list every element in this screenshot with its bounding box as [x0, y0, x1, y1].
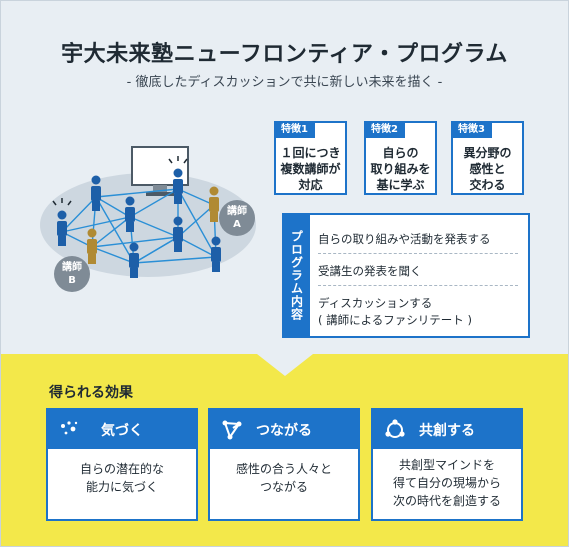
feature-text: １回につき 複数講師が 対応: [276, 145, 345, 193]
program-item: 自らの取り組みや活動を発表する: [318, 232, 491, 246]
cocreation-cycle-icon: [385, 419, 405, 438]
effect-line: 自らの潜在的な: [79, 462, 164, 476]
lecturer-a-letter: A: [233, 219, 241, 230]
effect-header: 気づく: [48, 410, 196, 449]
effect-card-2: つながる 感性の合う人々と つながる: [208, 408, 360, 521]
program-item: 受講生の発表を聞く: [318, 264, 422, 278]
divider: [318, 285, 518, 286]
program-item: ディスカッションする: [318, 296, 433, 310]
effect-header: つながる: [210, 410, 358, 449]
effect-text: 自らの潜在的な 能力に気づく: [48, 460, 196, 496]
page-title: 宇大未来塾ニューフロンティア・プログラム: [61, 42, 508, 67]
network-nodes-icon: [222, 420, 242, 440]
effect-label: つながる: [256, 423, 312, 439]
effects-title: 得られる効果: [49, 385, 133, 401]
feature-badge: 特徴1: [274, 121, 315, 138]
sparkle-dots-icon: [61, 421, 78, 435]
feature-card-3: 特徴3 異分野の 感性と 交わる: [451, 121, 524, 195]
feature-card-1: 特徴1 １回につき 複数講師が 対応: [274, 121, 347, 195]
effect-text: 共創型マインドを 得て自分の現場から 次の時代を創造する: [373, 456, 521, 510]
feature-text: 異分野の 感性と 交わる: [453, 145, 522, 193]
lecturer-a-bubble: 講師 A: [219, 200, 255, 236]
feature-line: 感性と: [469, 162, 506, 176]
down-arrow-icon: [257, 354, 313, 376]
feature-line: 複数講師が: [280, 162, 341, 176]
feature-card-2: 特徴2 自らの 取り組みを 基に学ぶ: [364, 121, 437, 195]
effect-line: 共創型マインドを: [398, 458, 495, 472]
feature-badge: 特徴2: [364, 121, 405, 138]
feature-badge: 特徴3: [451, 121, 492, 138]
effect-line: 得て自分の現場から: [392, 476, 501, 490]
effect-label: 気づく: [101, 423, 143, 439]
effect-card-3: 共創する 共創型マインドを 得て自分の現場から 次の時代を創造する: [371, 408, 523, 521]
effect-line: 能力に気づく: [85, 480, 158, 494]
effect-header: 共創する: [373, 410, 521, 449]
effect-label: 共創する: [419, 423, 475, 439]
page-subtitle: - 徹底したディスカッションで共に新しい未来を描く -: [126, 75, 443, 90]
divider: [318, 253, 518, 254]
feature-line: 取り組みを: [370, 162, 431, 176]
discussion-illustration: [40, 146, 256, 278]
feature-text: 自らの 取り組みを 基に学ぶ: [366, 145, 435, 193]
feature-line: １回につき: [280, 146, 341, 160]
feature-line: 交わる: [469, 178, 506, 192]
lecturer-b-label: 講師: [62, 262, 82, 273]
effect-card-1: 気づく 自らの潜在的な 能力に気づく: [46, 408, 198, 521]
effect-line: 次の時代を創造する: [392, 494, 501, 508]
feature-line: 基に学ぶ: [376, 178, 425, 192]
lecturer-b-bubble: 講師 B: [54, 256, 90, 292]
lecturer-b-letter: B: [68, 275, 76, 286]
program-item-note: ( 講師によるファシリテート ): [318, 313, 472, 327]
effect-line: つながる: [259, 480, 308, 494]
effect-line: 感性の合う人々と: [235, 462, 332, 476]
feature-line: 異分野の: [463, 146, 512, 160]
feature-line: 自らの: [382, 146, 419, 160]
participant-icons: [57, 168, 221, 278]
feature-line: 対応: [298, 178, 323, 192]
program-panel: プログラム内容 自らの取り組みや活動を発表する 受講生の発表を聞く ディスカッシ…: [282, 213, 530, 338]
effect-text: 感性の合う人々と つながる: [210, 460, 358, 496]
program-label: プログラム内容: [284, 215, 310, 336]
lecturer-a-label: 講師: [227, 206, 247, 217]
